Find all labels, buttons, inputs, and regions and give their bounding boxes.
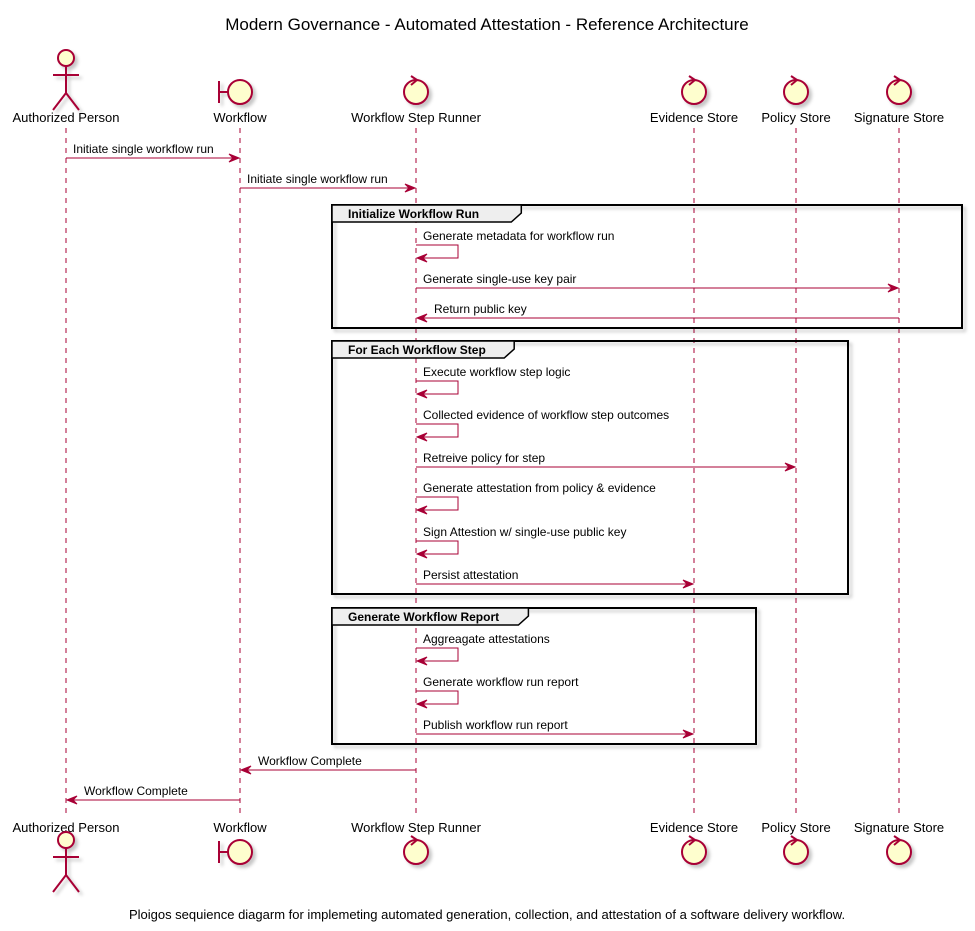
message-initiate-single-workflow-run: Initiate single workflow run (240, 172, 417, 193)
message-generate-metadata-for-workflow-run: Generate metadata for workflow run (415, 229, 614, 263)
participant-workflow-label-top: Workflow (213, 110, 267, 125)
participant-person-label-bottom: Authorized Person (13, 820, 120, 835)
message-label: Persist attestation (423, 568, 518, 582)
message-return-public-key: Return public key (415, 302, 899, 323)
message-label: Retreive policy for step (423, 451, 545, 465)
group-label: For Each Workflow Step (348, 343, 486, 357)
participant-runner-bottom-control-icon (403, 835, 429, 865)
participant-workflow-top-boundary-icon (218, 79, 253, 105)
participant-evidence-bottom-control-icon (681, 835, 707, 865)
participant-person-top-actor-icon (52, 49, 80, 111)
participant-policy-label-top: Policy Store (761, 110, 830, 125)
message-initiate-single-workflow-run: Initiate single workflow run (66, 142, 241, 163)
message-execute-workflow-step-logic: Execute workflow step logic (415, 365, 570, 399)
message-retreive-policy-for-step: Retreive policy for step (416, 451, 797, 472)
message-label: Generate workflow run report (423, 675, 579, 689)
participant-workflow-bottom-boundary-icon (218, 839, 253, 865)
message-label: Initiate single workflow run (247, 172, 388, 186)
message-persist-attestation: Persist attestation (416, 568, 695, 589)
participant-runner-label-bottom: Workflow Step Runner (351, 820, 481, 835)
participant-person-bottom-actor-icon (52, 831, 80, 893)
message-label: Publish workflow run report (423, 718, 568, 732)
group-generate-workflow-report: Generate Workflow Report (331, 607, 757, 745)
message-label: Generate attestation from policy & evide… (423, 481, 656, 495)
participant-workflow-label-bottom: Workflow (213, 820, 267, 835)
group-initialize-workflow-run: Initialize Workflow Run (331, 204, 963, 329)
message-label: Collected evidence of workflow step outc… (423, 408, 669, 422)
participant-policy-label-bottom: Policy Store (761, 820, 830, 835)
message-workflow-complete: Workflow Complete (239, 754, 416, 775)
participant-evidence-label-top: Evidence Store (650, 110, 738, 125)
participant-signature-label-bottom: Signature Store (854, 820, 944, 835)
group-label: Generate Workflow Report (348, 610, 499, 624)
message-label: Generate metadata for workflow run (423, 229, 614, 243)
message-label: Return public key (434, 302, 527, 316)
participant-policy-bottom-control-icon (783, 835, 809, 865)
group-label: Initialize Workflow Run (348, 207, 479, 221)
message-label: Sign Attestion w/ single-use public key (423, 525, 626, 539)
message-workflow-complete: Workflow Complete (65, 784, 240, 805)
message-generate-workflow-run-report: Generate workflow run report (415, 675, 579, 709)
message-label: Execute workflow step logic (423, 365, 570, 379)
participant-runner-label-top: Workflow Step Runner (351, 110, 481, 125)
message-generate-single-use-key-pair: Generate single-use key pair (416, 272, 900, 293)
message-label: Initiate single workflow run (73, 142, 214, 156)
message-aggreagate-attestations: Aggreagate attestations (415, 632, 550, 666)
participant-signature-bottom-control-icon (886, 835, 912, 865)
diagram-caption: Ploigos sequience diagarm for implemetin… (129, 907, 845, 922)
message-sign-attestion-w-single-use-public-key: Sign Attestion w/ single-use public key (415, 525, 626, 559)
message-label: Aggreagate attestations (423, 632, 550, 646)
participant-policy-top-control-icon (783, 75, 809, 105)
diagram-title: Modern Governance - Automated Attestatio… (225, 15, 749, 34)
message-label: Workflow Complete (258, 754, 362, 768)
participant-evidence-label-bottom: Evidence Store (650, 820, 738, 835)
participant-person-label-top: Authorized Person (13, 110, 120, 125)
participant-runner-top-control-icon (403, 75, 429, 105)
participant-signature-label-top: Signature Store (854, 110, 944, 125)
group-for-each-workflow-step: For Each Workflow Step (331, 340, 849, 595)
message-publish-workflow-run-report: Publish workflow run report (416, 718, 695, 739)
participant-signature-top-control-icon (886, 75, 912, 105)
message-generate-attestation-from-policy-evidence: Generate attestation from policy & evide… (415, 481, 656, 515)
message-collected-evidence-of-workflow-step-outcomes: Collected evidence of workflow step outc… (415, 408, 669, 442)
message-label: Generate single-use key pair (423, 272, 576, 286)
participant-evidence-top-control-icon (681, 75, 707, 105)
message-label: Workflow Complete (84, 784, 188, 798)
